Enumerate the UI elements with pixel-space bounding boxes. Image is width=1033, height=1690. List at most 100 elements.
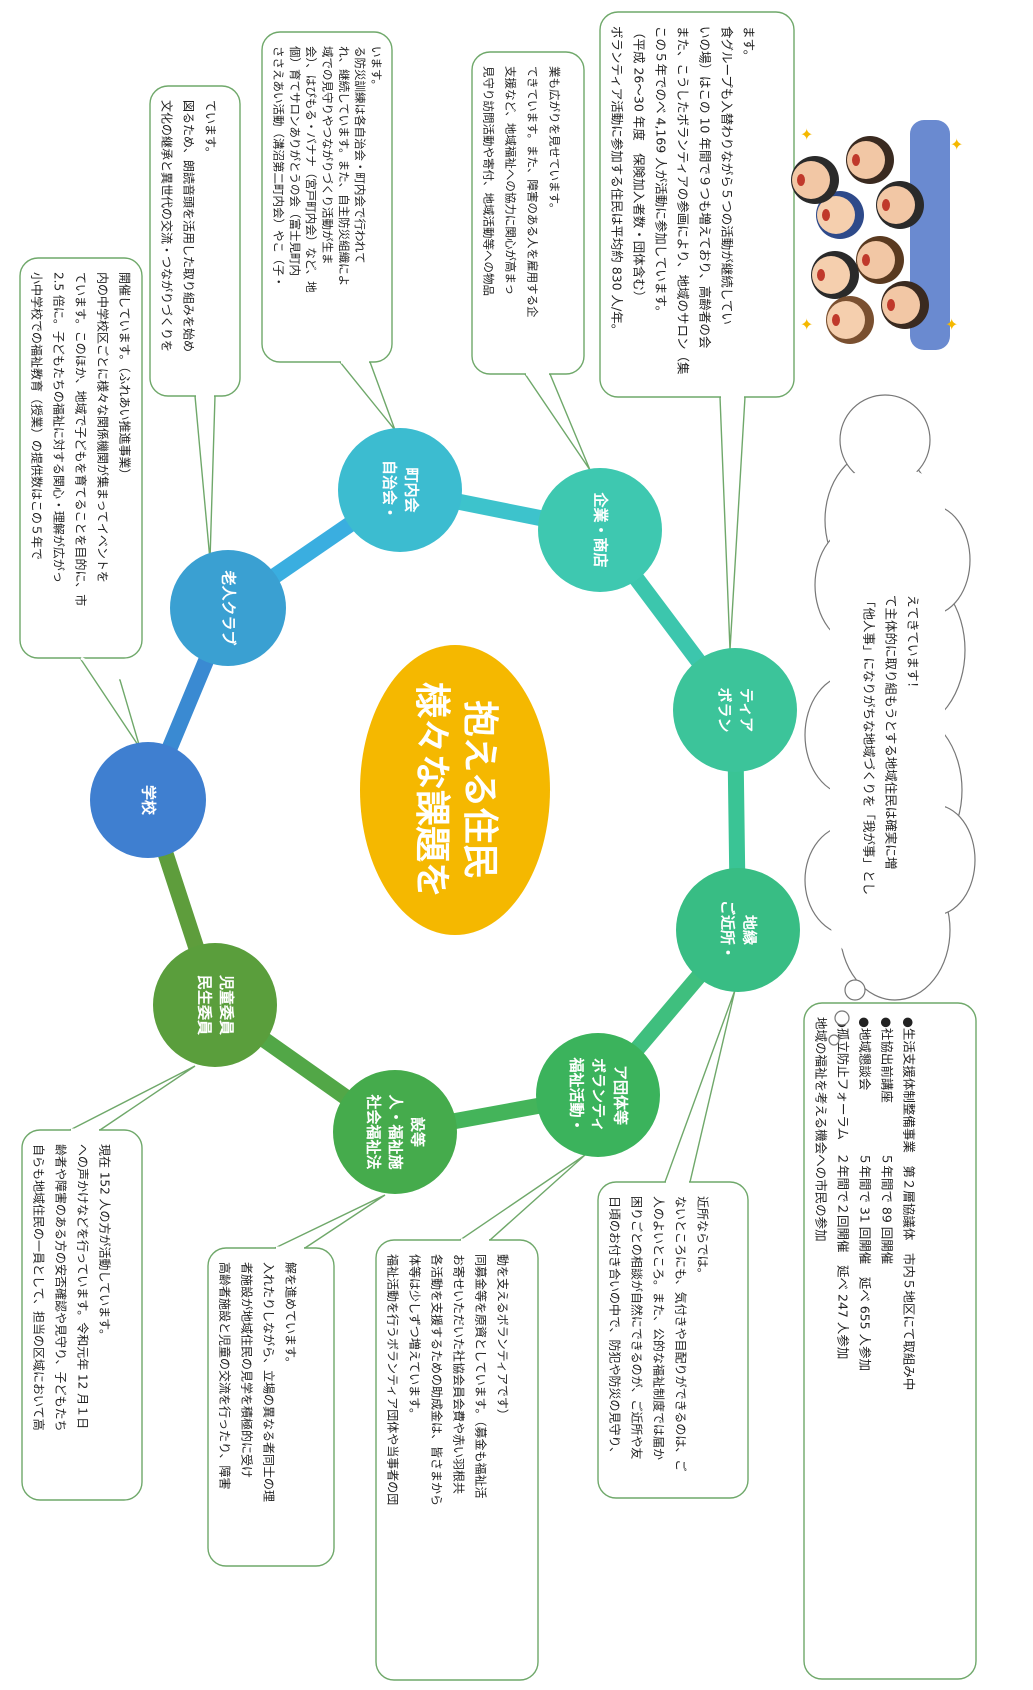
callout-box — [599, 11, 795, 398]
person-mouth — [832, 314, 840, 326]
cloud-bubble — [828, 1034, 840, 1046]
person-mouth — [817, 269, 825, 281]
person-face — [812, 256, 850, 294]
callout-tail — [457, 1154, 586, 1241]
node-neighborhood-association: 自治会・町内会 — [338, 428, 462, 552]
callout-line: いの場）はこの 10 年間で９つも増えており、高齢者の会 — [698, 26, 713, 349]
callout-line: この５年でのべ 4,169 人が活動に参加しています。 — [654, 26, 669, 318]
callout-line: ●孤立防止フォーラム ２年間で２回開催 延べ 247 人参加 — [836, 1017, 851, 1359]
node-circle — [170, 550, 286, 666]
callout-line: 入れたりしながら、立場の異なる者同士の理 — [262, 1262, 277, 1502]
callout-line: 業も広がりを見せています。 — [548, 66, 562, 214]
node-label: 地縁 — [741, 915, 759, 945]
node-label: ア団体等 — [612, 1065, 630, 1125]
node-circle — [676, 868, 800, 992]
sparkle-icon: ✦ — [800, 125, 813, 144]
thought-line: 「他人事」になりがちな地域づくりを「我が事」とし — [862, 595, 877, 895]
node-volunteer: ボランティア — [673, 648, 797, 772]
node-school: 学校 — [90, 742, 206, 858]
callout-line: 福祉活動を行うボランティア団体や当事者の団 — [386, 1254, 401, 1505]
callout-line: ています。 — [204, 100, 218, 159]
node-circle — [536, 1033, 660, 1157]
callout-line: 日頃のお付き合いの中で、防犯や防災の見守り、 — [608, 1196, 623, 1459]
callout-line: れ、継続しています。また、自主防災組織によ — [337, 46, 351, 286]
callout-line: ます。 — [742, 26, 757, 62]
person-mouth — [797, 174, 805, 186]
callout-line: 自らも地域住民の一員として、担当の区域において高 — [32, 1144, 47, 1431]
callout-box — [375, 1239, 539, 1681]
callout-tail — [194, 395, 216, 561]
person-face — [877, 186, 915, 224]
person-face — [857, 241, 895, 279]
callout-line: 各活動を支援するための助成金は、皆さまから — [430, 1254, 445, 1506]
node-label: ご近所・ — [719, 900, 737, 960]
callout-line: への声かけなどを行っています。令和元年 12 月１日 — [76, 1144, 91, 1429]
callout-line: います。 — [370, 46, 384, 91]
callout-line: 人のよいところ。また、公的な福祉制度では届か — [652, 1196, 667, 1460]
callout-line: 内の中学校区ごとに様々な関係機関が集まってイベントを — [96, 272, 111, 583]
sparkle-icon: ✦ — [950, 135, 963, 154]
callout-line: 困りごとの相談が自然にできるのが、ご近所や友 — [630, 1196, 645, 1459]
callout-neighborhood: 日頃のお付き合いの中で、防犯や防災の見守り、困りごとの相談が自然にできるのが、ご… — [597, 989, 749, 1499]
callout-line: 支援など、地域福祉への協力に関心が高まっ — [504, 66, 518, 295]
person-face — [827, 301, 865, 339]
callout-box — [261, 31, 393, 363]
node-label: 設等 — [409, 1117, 427, 1147]
node-welfare-activity-groups: 福祉活動・ボランティア団体等 — [536, 1033, 660, 1157]
node-circle — [333, 1070, 457, 1194]
person-mouth — [822, 209, 830, 221]
callout-line: ●社協出前講座 ５年間で 89 回開催 — [880, 1017, 895, 1264]
callout-line: 図るため、朗読音頭を活用した取り組みを始め — [182, 100, 197, 352]
callout-line: 食グループも入替わりながら５つの活動が継続してい — [720, 26, 735, 325]
sparkle-icon: ✦ — [945, 315, 958, 334]
callout-company-shop: 見守り訪問活動や寄付、地域活動等への物品支援など、地域福祉への協力に関心が高まっ… — [471, 51, 591, 471]
callout-tail — [719, 396, 746, 651]
cloud-bubble — [844, 979, 866, 1001]
callout-line: てきています。また、障害のある人を雇用する企 — [526, 66, 540, 318]
sparkle-icon: ✦ — [800, 315, 813, 334]
callout-line: る防災訓練は各自治会・町内会で行われて — [353, 46, 367, 264]
node-senior-club: 老人クラブ — [170, 550, 286, 666]
callout-line: 者施設が地域住民の見学を積極的に受け — [240, 1262, 255, 1478]
thought-line: て主体的に取り組もうとする地域住民は確実に増 — [884, 595, 899, 869]
callout-line: 現在 152 人の方が活動しています。 — [98, 1144, 113, 1341]
node-label: 学校 — [140, 785, 158, 816]
callout-line: また、こうしたボランティアの参画により、地域のサロン（集 — [676, 26, 691, 375]
node-social-welfare-corp: 社会福祉法人・福祉施設等 — [333, 1070, 457, 1194]
callout-line: ないところにも、気付きや目配りができるのは、ご — [674, 1196, 689, 1471]
callout-line: 小中学校での福祉教育（授業）の提供数はこの５年で — [30, 272, 45, 560]
node-label: 民生委員 — [196, 975, 214, 1035]
node-circle — [90, 742, 206, 858]
person-face — [847, 141, 885, 179]
node-label: 自治会・ — [381, 460, 399, 520]
center-label: 抱える住民 — [459, 701, 500, 880]
node-label: ティア — [738, 688, 756, 732]
center-node: 様々な課題を抱える住民 — [360, 645, 550, 935]
node-welfare-commissioners: 民生委員児童委員 — [153, 943, 277, 1067]
node-label: 人・福祉施 — [387, 1094, 405, 1169]
callout-line: ボランティア活動に参加する住民は平均約 830 人/年。 — [610, 26, 625, 336]
center-label: 様々な課題を — [411, 682, 452, 898]
callout-line: 個）育てサロンありがとうの会（富士見町内 — [288, 46, 302, 276]
person-face — [792, 161, 830, 199]
cloud-body — [830, 470, 945, 960]
callout-line: ●地域懇談会 ５年間で 31 回開催 延べ 655 人参加 — [858, 1017, 873, 1371]
callout-volunteer: ボランティア活動に参加する住民は平均約 830 人/年。（平成 26〜30 年度… — [599, 11, 795, 651]
node-label: 企業・商店 — [592, 491, 610, 567]
callout-line: 開催しています。（ふれあい推進事業） — [118, 272, 132, 480]
callout-tail — [69, 1065, 196, 1131]
callout-tail — [523, 373, 591, 471]
cheering-people-illustration: ✦ ✦ ✦ ✦ — [791, 120, 963, 350]
person-mouth — [852, 154, 860, 166]
node-circle — [673, 648, 797, 772]
callout-box — [149, 85, 241, 397]
thought-line: えてきています！ — [906, 595, 921, 694]
person-face — [817, 196, 855, 234]
callout-tail — [663, 989, 736, 1183]
callout-tail — [274, 1194, 386, 1249]
node-company-shop: 企業・商店 — [538, 468, 662, 592]
callout-tail — [79, 657, 141, 749]
thought-cloud: 「他人事」になりがちな地域づくりを「我が事」として主体的に取り組もうとする地域住… — [804, 394, 976, 1046]
callout-line: 高齢者施設と児童の交流を行ったり、障害 — [218, 1262, 233, 1490]
